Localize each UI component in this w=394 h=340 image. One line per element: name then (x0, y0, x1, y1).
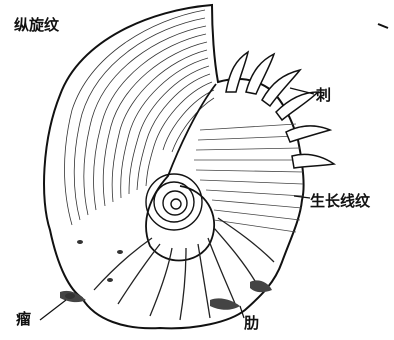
label-growth-lines: 生长线纹 (310, 192, 371, 210)
inner-whorl (146, 84, 216, 260)
ribs (94, 218, 274, 320)
small-mark (378, 24, 388, 28)
label-ribs: 肋 (244, 314, 259, 332)
umbilicus-spiral (146, 174, 202, 230)
label-longitudinal-lines: 纵旋纹 (14, 16, 60, 34)
label-tubercles: 瘤 (16, 310, 31, 328)
growth-lines (194, 124, 303, 232)
shell-outline (44, 5, 304, 328)
shading (60, 280, 272, 309)
spines (226, 52, 334, 168)
label-spines: 刺 (316, 86, 331, 104)
